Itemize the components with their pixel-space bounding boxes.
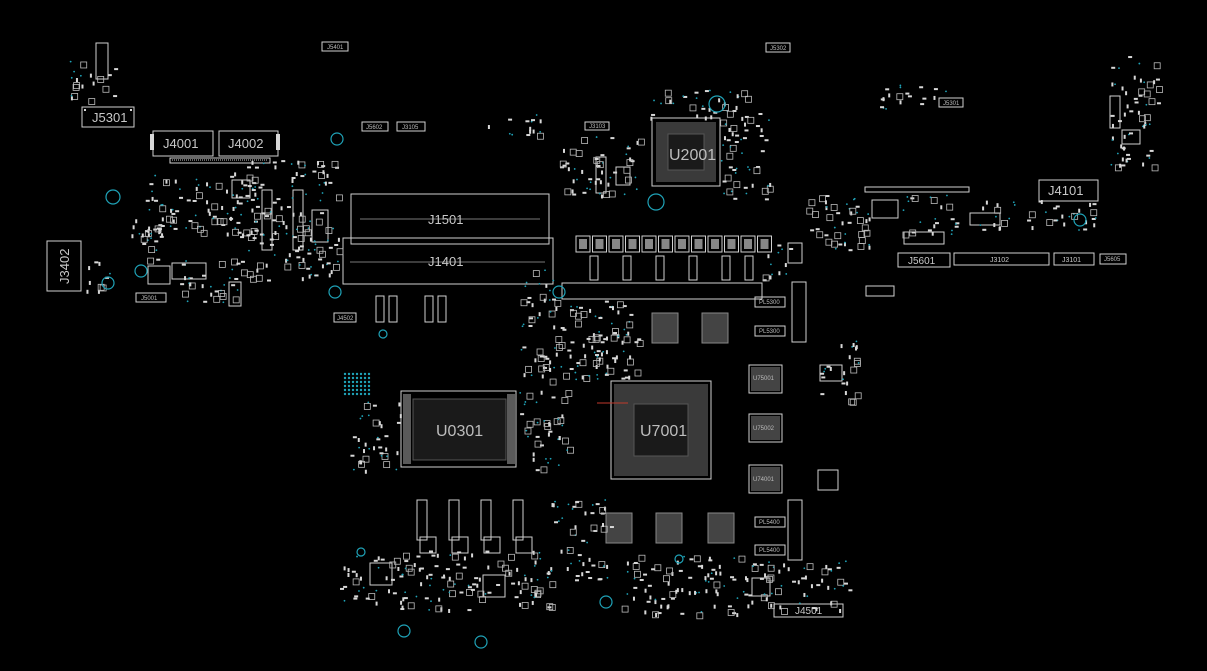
pin-row-j4000 bbox=[169, 157, 271, 164]
connector-j5301[interactable]: J5301 bbox=[81, 106, 135, 128]
connector-label: J4002 bbox=[228, 136, 263, 151]
connector-j5601[interactable]: J5601 bbox=[897, 252, 951, 268]
connector-j5602[interactable]: J5602 bbox=[361, 121, 389, 132]
connector-j5605[interactable]: J5605 bbox=[1099, 253, 1127, 265]
connector-j5001[interactable]: J5001 bbox=[135, 292, 167, 303]
chip-u7001[interactable]: U7001 bbox=[610, 380, 712, 480]
connector-label: J5001 bbox=[141, 296, 158, 302]
connector-label: J5302 bbox=[770, 46, 787, 52]
inductor-label: PL5300 bbox=[759, 300, 780, 306]
mounting-hole bbox=[1073, 213, 1087, 227]
inductor-label: PL5400 bbox=[759, 548, 780, 554]
memory-u75001[interactable]: U75001 bbox=[748, 364, 783, 394]
connector-j4501[interactable]: J4501 bbox=[773, 603, 844, 618]
connector-label: J3101 bbox=[1062, 257, 1081, 264]
connector-j3402[interactable]: J3402 bbox=[46, 240, 82, 292]
connector-label: J4502 bbox=[337, 316, 354, 322]
inductor-label: PL5300 bbox=[759, 329, 780, 335]
mounting-hole bbox=[330, 132, 344, 146]
connector-label: J5605 bbox=[1104, 257, 1121, 263]
connector-j1401[interactable]: J1401 bbox=[342, 237, 554, 285]
memory-u75002[interactable]: U75002 bbox=[748, 413, 783, 443]
chip-u2001[interactable]: U2001 bbox=[651, 117, 721, 187]
inductor-pl5300b[interactable]: PL5300 bbox=[754, 325, 786, 337]
memory-u74001[interactable]: U74001 bbox=[748, 464, 783, 494]
inductor-label: PL5400 bbox=[759, 520, 780, 526]
mounting-hole bbox=[708, 95, 726, 113]
mounting-hole bbox=[328, 285, 342, 299]
connector-j5401[interactable]: J5401 bbox=[321, 41, 349, 52]
bga-pattern-u0301 bbox=[403, 394, 515, 464]
connector-j3103[interactable]: J3103 bbox=[584, 121, 610, 131]
inductor-pl5300a[interactable]: PL5300 bbox=[754, 296, 786, 308]
mounting-hole bbox=[647, 193, 665, 211]
mounting-holes bbox=[101, 95, 1087, 649]
memory-label: U75001 bbox=[753, 376, 775, 382]
mounting-hole bbox=[397, 624, 411, 638]
mounting-hole bbox=[378, 329, 388, 339]
mounting-hole bbox=[674, 554, 684, 564]
chip-u0301[interactable]: U0301 bbox=[400, 390, 517, 468]
chip-label: U7001 bbox=[640, 423, 687, 440]
connector-j1501[interactable]: J1501 bbox=[350, 193, 550, 245]
mounting-hole bbox=[356, 547, 366, 557]
regulator-column-left bbox=[416, 499, 533, 554]
mounting-hole bbox=[105, 189, 121, 205]
chip-label: U0301 bbox=[436, 423, 483, 440]
memory-label: U74001 bbox=[753, 477, 775, 483]
connector-label: J5301 bbox=[92, 110, 127, 125]
connector-j5301-small[interactable]: J5301 bbox=[938, 97, 964, 108]
connector-label: J1501 bbox=[428, 212, 463, 227]
connector-j4001[interactable]: J4001 bbox=[150, 130, 214, 157]
connector-j3105[interactable]: J3105 bbox=[396, 121, 426, 132]
mounting-hole bbox=[599, 595, 613, 609]
connector-label: J5602 bbox=[366, 125, 383, 131]
connector-j3101[interactable]: J3101 bbox=[1053, 252, 1095, 266]
connector-label: J5601 bbox=[908, 256, 936, 267]
connector-label: J3105 bbox=[402, 125, 419, 131]
chip-label: U2001 bbox=[669, 147, 716, 164]
mounting-hole bbox=[134, 264, 148, 278]
connector-j3102[interactable]: J3102 bbox=[953, 252, 1050, 266]
component-clusters bbox=[69, 56, 1163, 620]
connector-j5302[interactable]: J5302 bbox=[765, 42, 791, 53]
misc-components bbox=[95, 42, 1141, 598]
connector-label: J4001 bbox=[163, 136, 198, 151]
via-grid bbox=[343, 372, 371, 396]
connector-label: J4501 bbox=[795, 606, 823, 617]
connector-j4002[interactable]: J4002 bbox=[218, 130, 280, 157]
connector-label: J5301 bbox=[943, 101, 960, 107]
connector-label: J3102 bbox=[990, 257, 1009, 264]
connector-label: J4101 bbox=[1048, 183, 1083, 198]
connector-label: J1401 bbox=[428, 254, 463, 269]
connector-label: J3402 bbox=[57, 249, 72, 284]
connector-label: J3103 bbox=[589, 124, 606, 130]
connector-j4101[interactable]: J4101 bbox=[1038, 179, 1099, 202]
memory-label: U75002 bbox=[753, 426, 775, 432]
connector-label: J5401 bbox=[327, 45, 344, 51]
power-stage-row bbox=[575, 235, 772, 281]
mounting-hole bbox=[552, 285, 566, 299]
connector-j4502[interactable]: J4502 bbox=[333, 312, 357, 323]
inductor-pl5400a[interactable]: PL5400 bbox=[754, 516, 786, 528]
inductor-pl5400b[interactable]: PL5400 bbox=[754, 544, 786, 556]
mounting-hole bbox=[101, 276, 115, 290]
mounting-hole bbox=[474, 635, 488, 649]
